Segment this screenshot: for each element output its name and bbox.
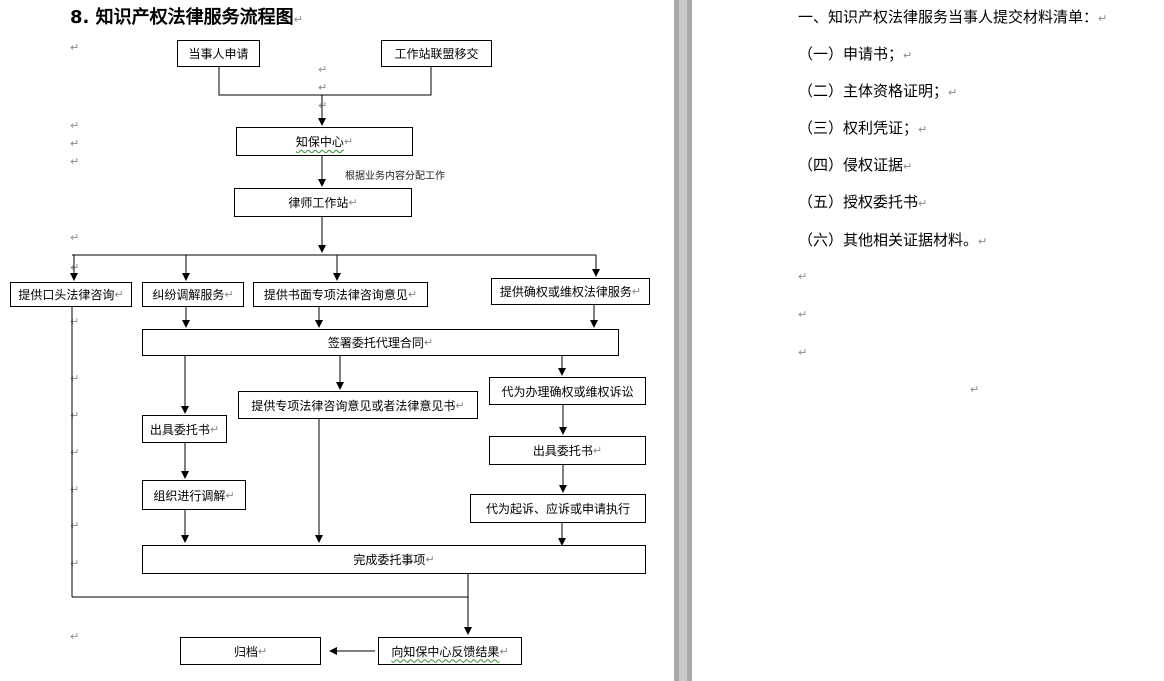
paragraph-mark: ↵ <box>70 155 80 168</box>
paragraph-mark: ↵ <box>70 261 80 274</box>
left-document-page: 8. 知识产权法律服务流程图↵ ↵ ↵ ↵ ↵ ↵ ↵ ↵ ↵ ↵ ↵ ↵ ↵ … <box>10 7 650 665</box>
paragraph-mark: ↵ <box>318 99 328 112</box>
flowchart-title: 8. 知识产权法律服务流程图↵ <box>70 7 303 28</box>
flowchart-connectors <box>70 67 600 655</box>
paragraph-mark: ↵ <box>224 288 234 301</box>
paragraph-mark: ↵ <box>70 483 80 496</box>
node-complete-matters: 完成委托事项↵ <box>142 545 646 574</box>
paragraph-mark: ↵ <box>70 557 80 570</box>
node-ip-center: 知保中心↵ <box>236 127 413 156</box>
paragraph-mark: ↵ <box>343 135 354 148</box>
paragraph-mark: ↵ <box>948 86 958 99</box>
node-issue-authorization-left: 出具委托书↵ <box>142 415 227 443</box>
paragraph-mark: ↵ <box>1098 12 1108 25</box>
paragraph-mark: ↵ <box>798 308 808 321</box>
node-special-opinion: 提供专项法律咨询意见或者法律意见书↵ <box>238 391 478 419</box>
flow-note: 根据业务内容分配工作 <box>345 171 445 182</box>
materials-item: （二）主体资格证明；↵ <box>798 82 958 100</box>
paragraph-mark: ↵ <box>903 49 913 62</box>
node-dispute-mediation: 纠纷调解服务↵ <box>142 282 244 307</box>
paragraph-mark: ↵ <box>70 409 80 422</box>
paragraph-mark: ↵ <box>70 41 80 54</box>
node-rights-service: 提供确权或维权法律服务↵ <box>491 278 650 305</box>
paragraph-mark: ↵ <box>293 13 303 26</box>
paragraph-mark: ↵ <box>499 644 509 658</box>
paragraph-mark: ↵ <box>425 553 435 566</box>
paragraph-mark: ↵ <box>407 288 418 301</box>
paragraph-mark: ↵ <box>70 119 80 132</box>
materials-item: （四）侵权证据↵ <box>798 156 913 174</box>
node-archive: 归档↵ <box>180 637 321 665</box>
paragraph-mark: ↵ <box>318 81 328 94</box>
paragraph-mark: ↵ <box>423 336 434 349</box>
paragraph-mark: ↵ <box>70 315 80 328</box>
paragraph-mark: ↵ <box>592 444 603 457</box>
paragraph-mark: ↵ <box>70 231 80 244</box>
node-lawyer-station: 律师工作站↵ <box>234 188 412 217</box>
paragraph-mark: ↵ <box>70 137 80 150</box>
node-sign-contract: 签署委托代理合同↵ <box>142 329 619 356</box>
paragraph-mark: ↵ <box>114 288 124 301</box>
page-gutter <box>674 0 692 681</box>
node-applicant: 当事人申请 <box>177 40 260 67</box>
paragraph-mark: ↵ <box>918 197 928 210</box>
paragraph-mark: ↵ <box>70 446 80 459</box>
paragraph-mark: ↵ <box>970 383 980 396</box>
node-agent-litigation: 代为办理确权或维权诉讼 <box>489 377 646 405</box>
connector-merge <box>218 67 432 96</box>
gutter-shadow <box>679 0 687 681</box>
paragraph-mark: ↵ <box>918 123 928 136</box>
materials-heading: 一、知识产权法律服务当事人提交材料清单：↵ <box>798 8 1108 26</box>
materials-item: （一）申请书；↵ <box>798 45 913 63</box>
node-issue-authorization-right: 出具委托书↵ <box>489 436 646 465</box>
node-station-transfer: 工作站联盟移交 <box>381 40 492 67</box>
materials-item: （五）授权委托书↵ <box>798 193 928 211</box>
materials-item: （六）其他相关证据材料。↵ <box>798 231 988 249</box>
paragraph-mark: ↵ <box>70 519 80 532</box>
materials-item: （三）权利凭证；↵ <box>798 119 928 137</box>
paragraph-mark: ↵ <box>798 270 808 283</box>
paragraph-mark: ↵ <box>455 398 465 412</box>
right-document-page: 一、知识产权法律服务当事人提交材料清单：↵ （一）申请书；↵ （二）主体资格证明… <box>692 0 1164 681</box>
paragraph-mark: ↵ <box>903 160 913 173</box>
paragraph-mark: ↵ <box>257 644 268 658</box>
paragraph-mark: ↵ <box>348 196 358 209</box>
paragraph-mark: ↵ <box>978 235 988 248</box>
node-oral-consult: 提供口头法律咨询↵ <box>10 282 132 307</box>
node-organize-mediation: 组织进行调解↵ <box>142 480 246 510</box>
node-agent-sue: 代为起诉、应诉或申请执行 <box>470 494 646 523</box>
paragraph-mark: ↵ <box>318 63 328 76</box>
paragraph-mark: ↵ <box>70 630 80 643</box>
paragraph-mark: ↵ <box>225 488 235 502</box>
node-written-opinion: 提供书面专项法律咨询意见↵ <box>253 282 428 307</box>
paragraph-mark: ↵ <box>631 285 642 298</box>
paragraph-mark: ↵ <box>70 372 80 385</box>
node-feedback: 向知保中心反馈结果↵ <box>378 637 522 665</box>
paragraph-mark: ↵ <box>209 422 220 436</box>
paragraph-mark: ↵ <box>798 346 808 359</box>
